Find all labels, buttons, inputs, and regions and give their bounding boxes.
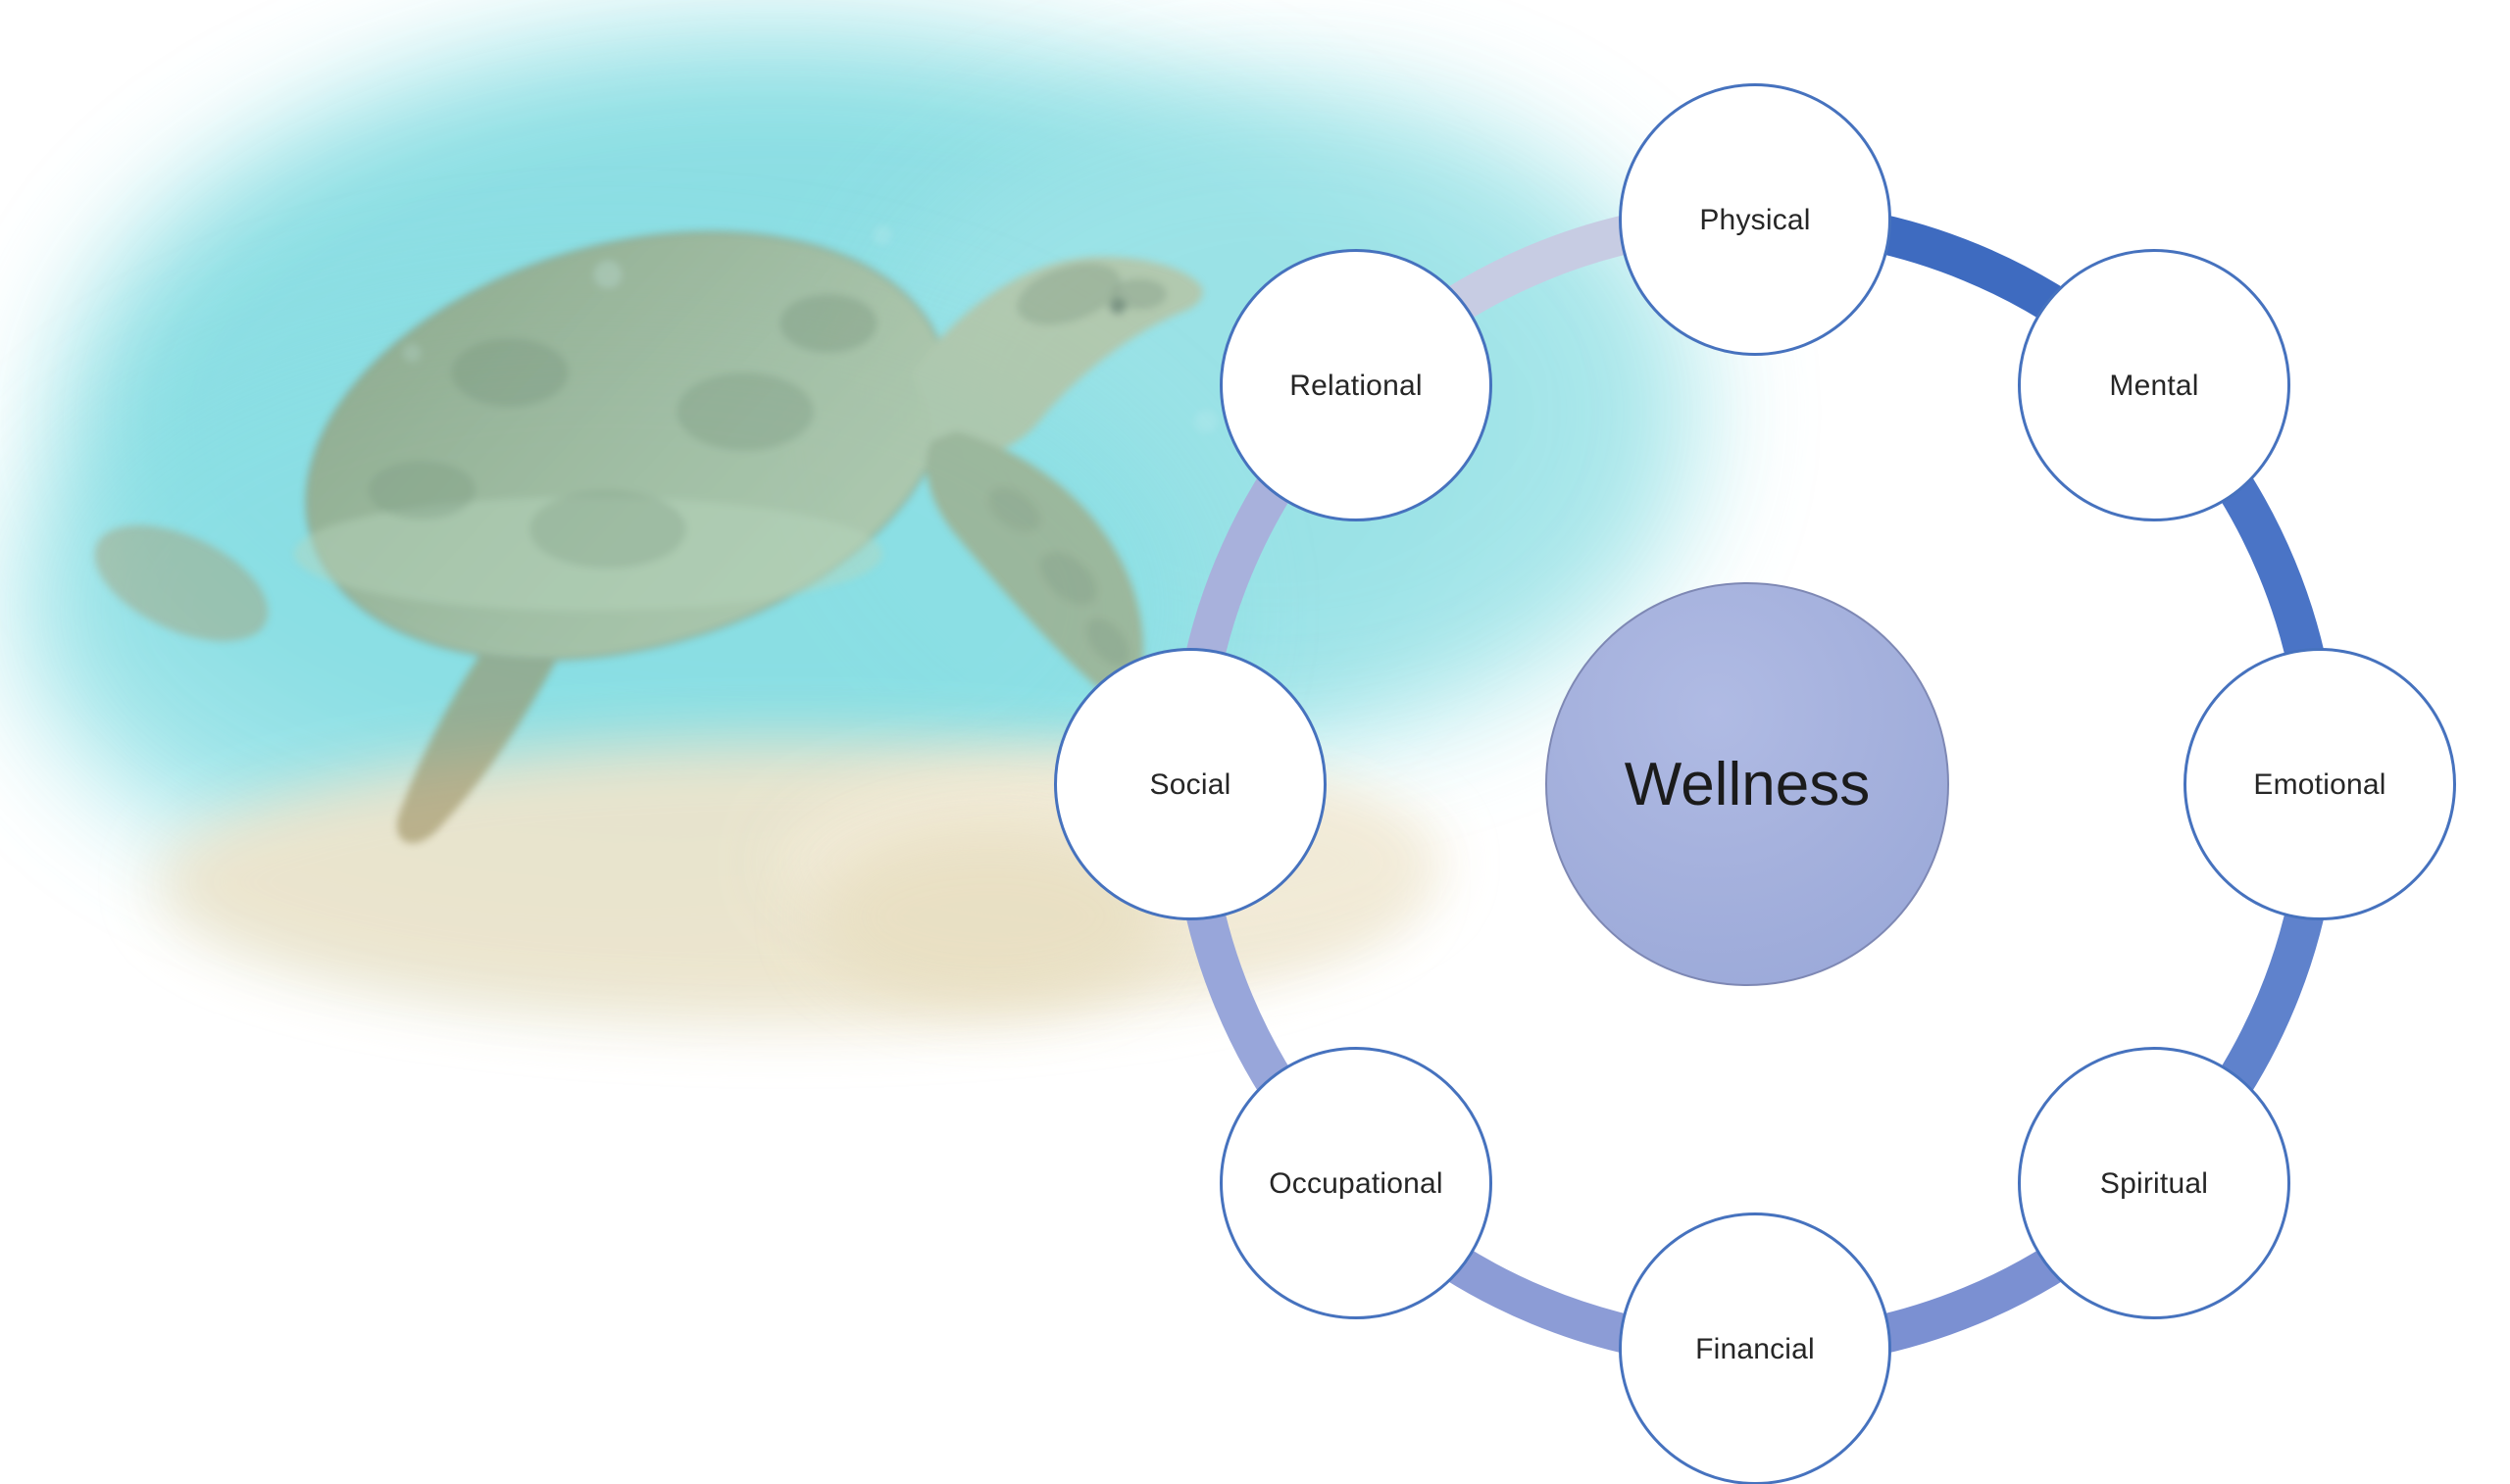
cycle-node-occupational[interactable]: Occupational [1220,1047,1492,1319]
center-label: Wellness [1624,750,1871,818]
cycle-node-financial[interactable]: Financial [1619,1212,1891,1484]
node-label: Relational [1289,369,1423,402]
cycle-node-physical[interactable]: Physical [1619,83,1891,356]
node-label: Spiritual [2099,1166,2209,1200]
cycle-node-relational[interactable]: Relational [1220,249,1492,521]
node-label: Social [1149,767,1231,801]
node-label: Occupational [1269,1166,1443,1200]
cycle-node-mental[interactable]: Mental [2018,249,2290,521]
cycle-center-wellness[interactable]: Wellness [1545,582,1949,986]
node-label: Physical [1699,203,1811,236]
cycle-node-emotional[interactable]: Emotional [2184,648,2456,920]
node-label: Financial [1695,1332,1815,1365]
turtle-eye [1109,297,1127,315]
turtle-illustration [94,225,1218,844]
cycle-node-spiritual[interactable]: Spiritual [2018,1047,2290,1319]
node-label: Emotional [2253,767,2386,801]
node-label: Mental [2109,369,2199,402]
cycle-node-social[interactable]: Social [1054,648,1327,920]
